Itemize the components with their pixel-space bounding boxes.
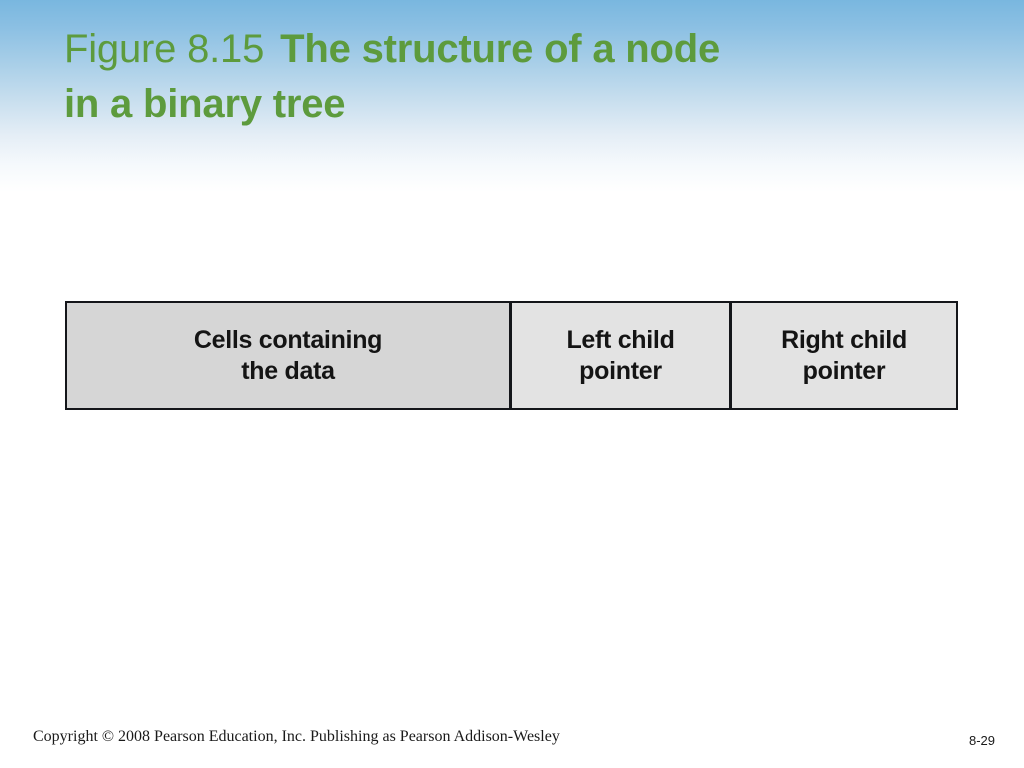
- node-cell-left-child-pointer-label: Left child pointer: [566, 325, 675, 385]
- title-line-one: Figure 8.15 The structure of a node: [64, 22, 964, 77]
- page-title: Figure 8.15 The structure of a node in a …: [64, 22, 964, 132]
- copyright-notice: Copyright © 2008 Pearson Education, Inc.…: [33, 728, 560, 745]
- node-cell-data-label: Cells containing the data: [193, 325, 383, 385]
- binary-tree-node-diagram: Cells containing the data Left child poi…: [65, 301, 958, 410]
- node-cell-right-child-pointer-label: Right child pointer: [781, 325, 907, 385]
- title-gradient-background: [0, 0, 1024, 200]
- figure-caption: The structure of a node: [280, 27, 721, 71]
- node-cell-left-child-pointer: Left child pointer: [512, 303, 732, 408]
- title-line-two: in a binary tree: [64, 82, 346, 126]
- node-cell-data: Cells containing the data: [67, 303, 512, 408]
- node-cell-right-child-pointer: Right child pointer: [732, 303, 956, 408]
- figure-label: Figure 8.15: [64, 27, 265, 71]
- slide-number: 8-29: [969, 733, 996, 748]
